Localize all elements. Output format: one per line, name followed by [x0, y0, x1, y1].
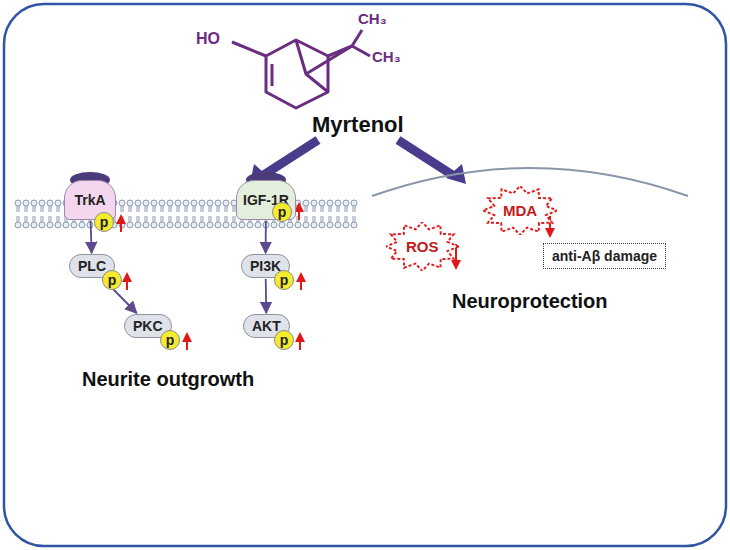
- starburst: ROS: [386, 222, 459, 271]
- section-title: Neurite outgrowth: [82, 368, 254, 391]
- frame: [4, 4, 726, 546]
- node-text: p: [278, 204, 287, 220]
- cell-membrane-arc: [372, 168, 688, 196]
- hydroxyl-label: HO: [196, 30, 220, 48]
- methyl-label: CH₃: [358, 10, 387, 27]
- node-text: p: [108, 272, 117, 288]
- myrtenol-structure: [232, 30, 370, 108]
- methyl-label: CH₃: [372, 48, 401, 65]
- node-text: TrkA: [74, 192, 105, 208]
- phospho-circle: p: [274, 330, 294, 350]
- phospho-circle: p: [94, 212, 114, 232]
- big-arrow: [398, 140, 454, 176]
- compound-name: Myrtenol: [312, 112, 404, 138]
- node-text: ROS: [406, 238, 439, 255]
- phospho-circle: p: [160, 330, 180, 350]
- node-text: PKC: [133, 318, 163, 334]
- pathway-arrow: [265, 221, 267, 253]
- phospho-circle: p: [274, 270, 294, 290]
- node-text: p: [100, 214, 109, 230]
- up-arrows: [121, 204, 301, 350]
- node-text: p: [280, 332, 289, 348]
- note-box: anti-Aβ damage: [543, 243, 666, 269]
- pathway-arrow: [265, 279, 267, 313]
- starburst: MDA: [483, 186, 557, 235]
- node-text: anti-Aβ damage: [552, 248, 657, 264]
- phospho-circle: p: [272, 202, 292, 222]
- node-text: PLC: [78, 258, 106, 274]
- node-text: p: [280, 272, 289, 288]
- section-title: Neuroprotection: [452, 290, 608, 313]
- pathway-arrow: [91, 221, 92, 253]
- big-arrow: [262, 140, 318, 176]
- node-text: MDA: [503, 202, 537, 219]
- node-text: p: [166, 332, 175, 348]
- phospho-circle: p: [102, 270, 122, 290]
